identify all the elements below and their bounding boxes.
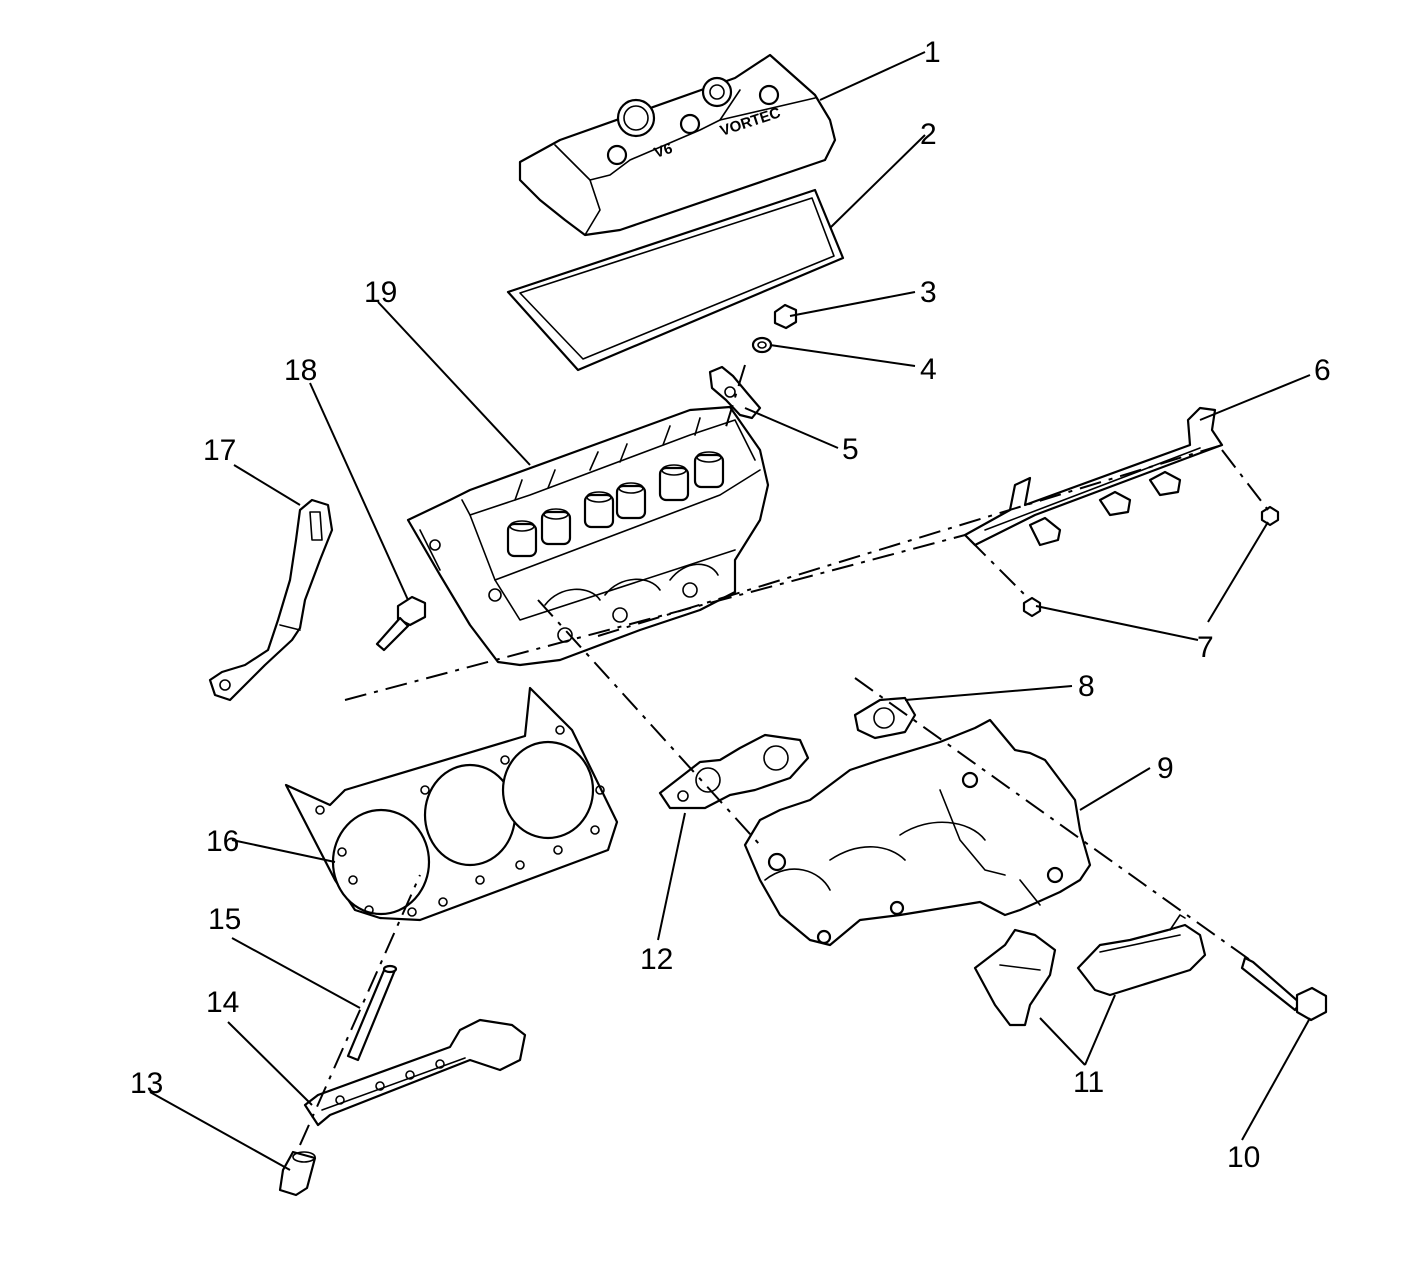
callout-2: 2: [920, 118, 937, 151]
valve-springs: [506, 451, 725, 558]
nut: [773, 303, 798, 330]
exhaust-manifold-gasket: [658, 733, 810, 810]
callout-7: 7: [1197, 631, 1214, 664]
leader-lines: [149, 51, 1311, 1171]
callout-12: 12: [640, 943, 673, 976]
valve-cover-gasket: [506, 188, 845, 372]
callout-19: 19: [364, 276, 397, 309]
cover-v6-text: V6: [652, 140, 675, 162]
head-gasket: [284, 686, 619, 922]
callout-9: 9: [1157, 752, 1174, 785]
bracket: [208, 498, 334, 702]
exhaust-manifold: [743, 718, 1092, 947]
head-bolt: [375, 595, 427, 652]
callout-13: 13: [130, 1067, 163, 1100]
callout-8: 8: [1078, 670, 1095, 703]
dowel-pin: [346, 964, 398, 1062]
spark-plug-sleeve: [278, 1150, 317, 1197]
manifold-bolt: [1240, 956, 1328, 1022]
callout-11: 11: [1073, 1066, 1104, 1099]
callout-17: 17: [203, 434, 236, 467]
alignment-lines: [299, 364, 1269, 1146]
washer: [751, 336, 773, 354]
callout-16: 16: [206, 825, 239, 858]
callout-4: 4: [920, 353, 937, 386]
spark-plug-shield: [303, 1018, 527, 1127]
harness-bracket: [963, 406, 1224, 547]
egr-gasket: [853, 696, 917, 740]
manifold-heat-shields: [973, 914, 1207, 1027]
callout-15: 15: [208, 903, 241, 936]
valve-cover: V6 VORTEC: [518, 53, 837, 237]
callout-6: 6: [1314, 354, 1331, 387]
callout-5: 5: [842, 433, 859, 466]
callout-14: 14: [206, 986, 239, 1019]
callout-labels: 1 2 3 4 5 6 7 8 9 10 11 12 13 14 15 16 1…: [130, 36, 1331, 1174]
harness-bolts: [1022, 505, 1280, 618]
callout-18: 18: [284, 354, 317, 387]
cylinder-head: [406, 405, 770, 667]
callout-10: 10: [1227, 1141, 1260, 1174]
callout-1: 1: [924, 36, 941, 69]
callout-3: 3: [920, 276, 937, 309]
